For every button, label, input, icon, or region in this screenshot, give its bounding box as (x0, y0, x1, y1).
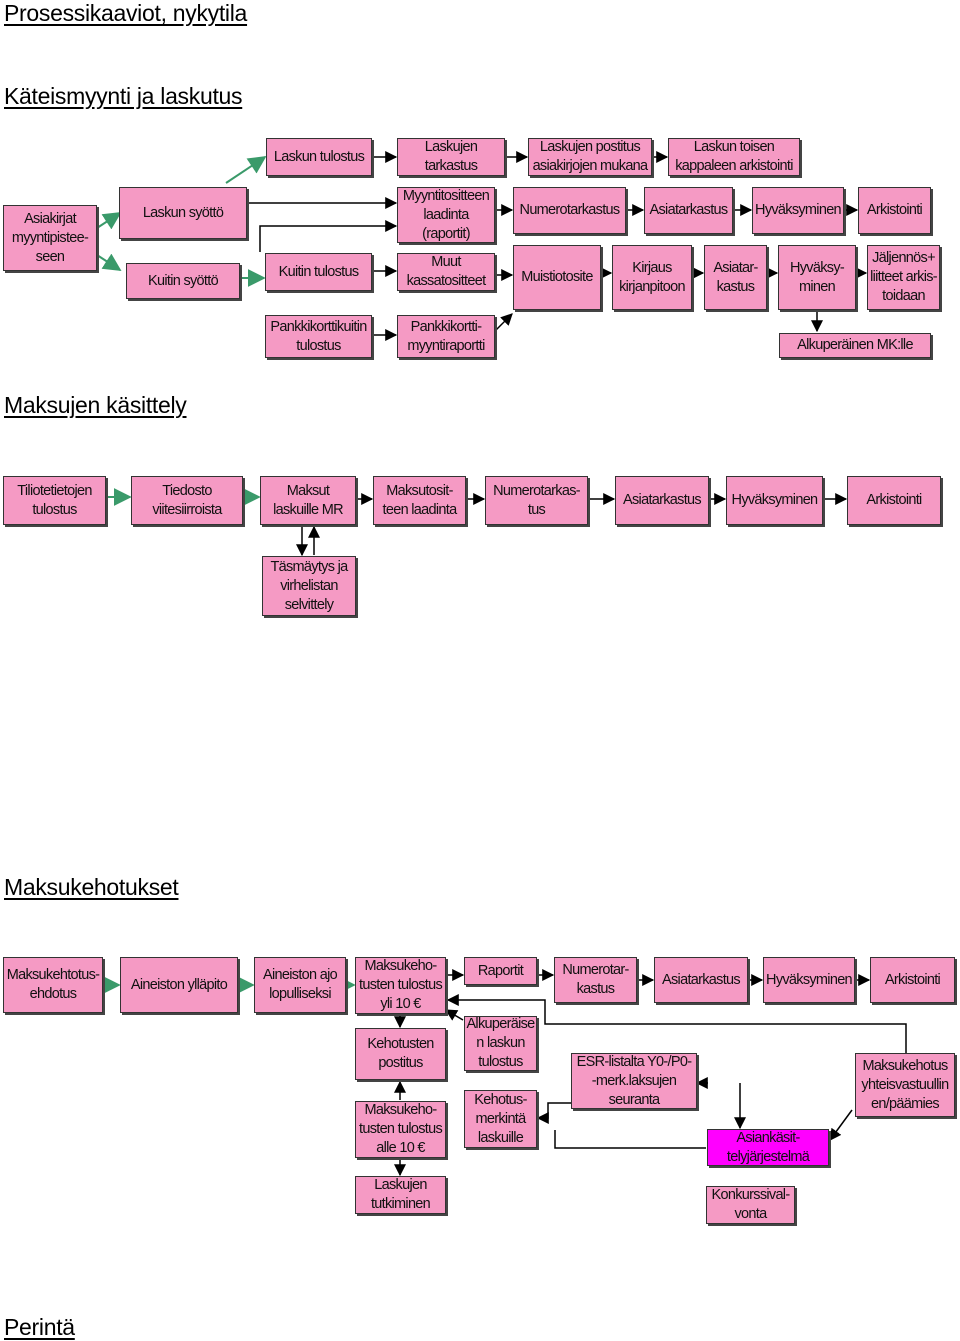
original-invoice-print[interactable]: Alkuperäise n laskun tulostus (464, 1016, 537, 1071)
arrow-documents-to-receipt-entry (96, 253, 122, 271)
other-cash-documents[interactable]: Muut kassatositteet (397, 253, 495, 291)
arrow-joint-to-case-system (829, 1109, 853, 1141)
line-case-system-left (554, 1130, 706, 1149)
receipt-print[interactable]: Kuitin tulostus (265, 253, 372, 291)
card-receipt-print[interactable]: Pankkikorttikuitin tulostus (265, 315, 372, 358)
reminder-mailing[interactable]: Kehotusten postitus (355, 1028, 446, 1080)
originals-to-mk[interactable]: Alkuperäinen MK:lle (779, 333, 931, 358)
approval[interactable]: Hyväksyminen (752, 187, 844, 234)
invoice-mailing[interactable]: Laskujen postitus asiakirjojen mukana (528, 138, 652, 176)
reminder-marking[interactable]: Kehotus- merkintä laskuille (464, 1090, 537, 1148)
section-heading-collection: Perintä (4, 1314, 75, 1340)
payment-document-creation[interactable]: Maksutosit- teen laadinta (373, 476, 466, 525)
section-heading-payments: Maksujen käsittely (4, 392, 187, 418)
arrow-receipt-print-to-sales-docs (259, 220, 398, 252)
arrow-card-report-to-memo (495, 313, 513, 331)
invoice-review[interactable]: Laskujen tutkiminen (355, 1176, 446, 1214)
reference-file-transfers[interactable]: Tiedosto viitesiirroista (131, 476, 243, 525)
joint-liability-reminder[interactable]: Maksukehotus yhteisvastuullin en/päämies (855, 1053, 955, 1117)
reminder-print-over-10[interactable]: Maksukeho- tusten tulostus yli 10 € (355, 957, 446, 1014)
copy-archiving[interactable]: Laskun toisen kappaleen arkistointi (668, 138, 800, 176)
arrow-esr-to-marking (536, 1102, 571, 1124)
receipt-entry[interactable]: Kuitin syöttö (126, 263, 240, 299)
approval-payments[interactable]: Hyväksyminen (726, 476, 823, 525)
numeric-check-reminders[interactable]: Numerotar- kastus (554, 957, 637, 1003)
archiving[interactable]: Arkistointi (858, 187, 931, 234)
page-title: Prosessikaaviot, nykytila (4, 0, 248, 26)
section-heading-reminders: Maksukehotukset (4, 874, 179, 900)
sales-document-creation[interactable]: Myyntitositteen laadinta (raportit) (397, 187, 495, 243)
numeric-check[interactable]: Numerotarkastus (513, 187, 626, 234)
bookkeeping-entry[interactable]: Kirjaus kirjanpitoon (612, 245, 692, 310)
reports[interactable]: Raportit (464, 957, 537, 985)
esr-list-tracking[interactable]: ESR-listalta Y0-/P0- -merk.laksujen seur… (571, 1053, 697, 1109)
arrow-original-to-print-over (444, 1009, 464, 1021)
copies-archived[interactable]: Jäljennös+ liitteet arkis- toidaan (867, 245, 940, 310)
data-maintenance[interactable]: Aineiston ylläpito (120, 957, 238, 1013)
invoice-entry[interactable]: Laskun syöttö (119, 187, 247, 239)
approval-reminders[interactable]: Hyväksyminen (763, 957, 855, 1003)
reminder-proposals[interactable]: Maksukehtotus- ehdotus (3, 957, 103, 1013)
arrow-invoice-entry-to-invoice-print (225, 156, 267, 184)
content-check-payments[interactable]: Asiatarkastus (615, 476, 709, 525)
invoice-print[interactable]: Laskun tulostus (266, 138, 372, 176)
reminder-print-under-10[interactable]: Maksukeho- tusten tulostus alle 10 € (355, 1101, 446, 1158)
statement-print[interactable]: Tiliotetietojen tulostus (3, 476, 106, 525)
card-sales-report[interactable]: Pankkikortti- myyntiraportti (397, 315, 495, 358)
archiving-reminders[interactable]: Arkistointi (870, 957, 955, 1003)
documents-to-point-of-sale[interactable]: Asiakirjat myyntipistee- seen (3, 205, 97, 271)
reconciliation[interactable]: Täsmäytys ja virhelistan selvittely (262, 556, 356, 616)
approval-2[interactable]: Hyväksy- minen (778, 245, 856, 310)
content-check[interactable]: Asiatarkastus (644, 187, 733, 234)
content-check-2[interactable]: Asiatar- kastus (704, 245, 767, 310)
bankruptcy-monitoring[interactable]: Konkurssival- vonta (706, 1186, 795, 1224)
payments-for-invoices[interactable]: Maksut laskuille MR (260, 476, 356, 525)
content-check-reminders[interactable]: Asiatarkastus (654, 957, 748, 1003)
numeric-check-payments[interactable]: Numerotarkas- tus (485, 476, 588, 525)
arrow-joint-liability-to-print-over (446, 994, 907, 1053)
section-heading-cash-sales: Käteismyynti ja laskutus (4, 83, 243, 109)
final-run[interactable]: Aineiston ajo lopulliseksi (254, 957, 346, 1013)
memo-voucher[interactable]: Muistiotosite (513, 245, 601, 310)
case-management-system[interactable]: Asiankäsit- telyjärjestelmä (707, 1129, 829, 1166)
arrow-documents-to-invoice-entry (96, 212, 122, 230)
archiving-payments[interactable]: Arkistointi (847, 476, 941, 525)
invoice-check[interactable]: Laskujen tarkastus (397, 138, 505, 176)
